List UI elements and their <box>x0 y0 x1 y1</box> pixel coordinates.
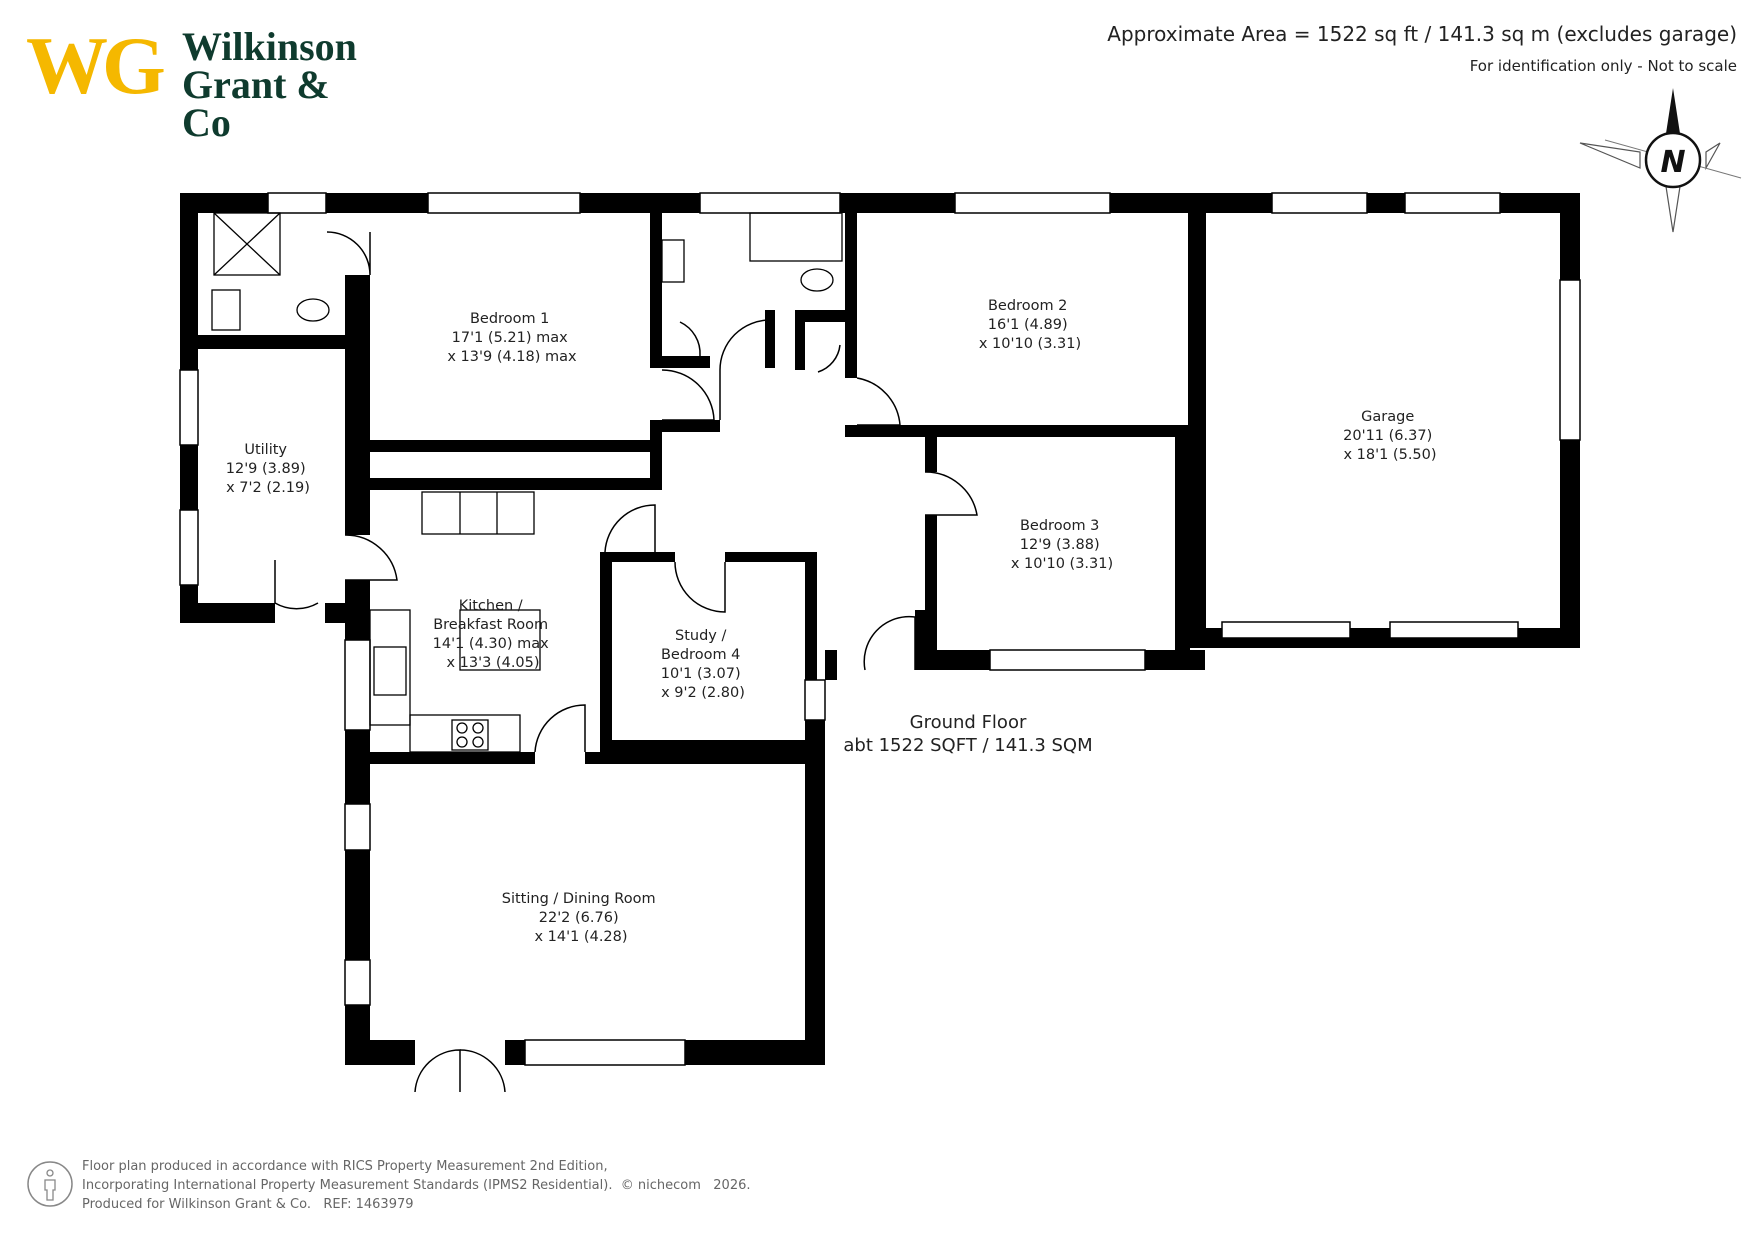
logo-name-line-2: Grant & Co <box>182 62 330 145</box>
room-utility-line-3: x 7'2 (2.19) <box>226 480 310 496</box>
shower-tray-icon <box>213 212 281 276</box>
room-bedroom-2-line-2: 16'1 (4.89) <box>988 317 1068 333</box>
kitchen-counter <box>369 609 411 726</box>
room-kitchen-line-1: Kitchen / <box>459 598 523 614</box>
room-label-garage: Garage 20'11 (6.37) x 18'1 (5.50) <box>1343 409 1437 463</box>
basin-icon <box>211 289 241 331</box>
footer-line-2: Incorporating International Property Mea… <box>82 1176 751 1195</box>
room-bedroom-2-line-1: Bedroom 2 <box>988 298 1067 314</box>
logo-name: Wilkinson Grant & Co <box>182 24 386 145</box>
footer-copyright: © nichecom <box>620 1178 701 1193</box>
room-label-kitchen: Kitchen / Breakfast Room 14'1 (4.30) max… <box>433 598 554 671</box>
room-sitting-line-2: 22'2 (6.76) <box>539 910 619 926</box>
room-sitting-line-1: Sitting / Dining Room <box>502 891 656 907</box>
room-utility-line-1: Utility <box>244 442 287 458</box>
approximate-area-title: Approximate Area = 1522 sq ft / 141.3 sq… <box>1107 22 1737 46</box>
sink-icon <box>373 646 407 696</box>
room-bedroom-2-line-3: x 10'10 (3.31) <box>979 336 1081 352</box>
room-label-bedroom-3: Bedroom 3 12'9 (3.88) x 10'10 (3.31) <box>1011 518 1113 572</box>
room-label-study: Study / Bedroom 4 10'1 (3.07) x 9'2 (2.8… <box>661 628 745 701</box>
compass-letter: N <box>1660 145 1685 180</box>
room-label-sitting: Sitting / Dining Room 22'2 (6.76) x 14'1… <box>502 891 660 945</box>
room-study-line-4: x 9'2 (2.80) <box>661 685 745 701</box>
footer-ref: REF: 1463979 <box>323 1197 414 1212</box>
windows <box>179 192 1581 1066</box>
room-label-utility: Utility 12'9 (3.89) x 7'2 (2.19) <box>226 442 310 496</box>
door-swings <box>274 231 978 1093</box>
room-bedroom-3-line-1: Bedroom 3 <box>1020 518 1099 534</box>
room-bedroom-1-line-1: Bedroom 1 <box>470 311 549 327</box>
room-bedroom-1-line-2: 17'1 (5.21) max <box>452 330 568 346</box>
room-labels: Bedroom 1 17'1 (5.21) max x 13'9 (4.18) … <box>226 298 1437 945</box>
floor-name: Ground Floor <box>910 712 1027 733</box>
room-study-line-2: Bedroom 4 <box>661 647 740 663</box>
company-logo: WG Wilkinson Grant & Co <box>26 20 386 143</box>
room-study-line-3: 10'1 (3.07) <box>661 666 741 682</box>
footer-produced-for: Produced for Wilkinson Grant & Co. <box>82 1197 311 1212</box>
room-sitting-line-3: x 14'1 (4.28) <box>534 929 627 945</box>
footer-line-3: Produced for Wilkinson Grant & Co. REF: … <box>82 1195 751 1214</box>
room-bedroom-1-line-3: x 13'9 (4.18) max <box>447 349 577 365</box>
logo-mark: WG <box>26 20 166 111</box>
room-bedroom-3-line-3: x 10'10 (3.31) <box>1011 556 1113 572</box>
fixtures <box>211 212 843 753</box>
hob-icon <box>451 719 489 751</box>
room-kitchen-line-4: x 13'3 (4.05) <box>446 655 539 671</box>
footer-notes: Floor plan produced in accordance with R… <box>82 1157 751 1214</box>
room-garage-line-2: 20'11 (6.37) <box>1343 428 1432 444</box>
walls <box>180 193 1580 1065</box>
bath-icon <box>749 212 843 262</box>
room-kitchen-line-2: Breakfast Room <box>433 617 548 633</box>
room-kitchen-line-3: 14'1 (4.30) max <box>433 636 549 652</box>
room-garage-line-1: Garage <box>1361 409 1414 425</box>
room-bedroom-3-line-2: 12'9 (3.88) <box>1020 537 1100 553</box>
floor-area: abt 1522 SQFT / 141.3 SQM <box>843 735 1092 756</box>
room-utility-line-2: 12'9 (3.89) <box>226 461 306 477</box>
footer-year: 2026. <box>713 1178 751 1193</box>
person-icon <box>27 1161 73 1207</box>
room-study-line-1: Study / <box>675 628 726 644</box>
logo-name-line-1: Wilkinson <box>182 24 357 69</box>
room-garage-line-3: x 18'1 (5.50) <box>1343 447 1436 463</box>
toilet-icon <box>296 298 330 322</box>
room-label-bedroom-2: Bedroom 2 16'1 (4.89) x 10'10 (3.31) <box>979 298 1081 352</box>
footer-line-2-text: Incorporating International Property Mea… <box>82 1178 613 1193</box>
footer-line-1: Floor plan produced in accordance with R… <box>82 1159 608 1174</box>
identification-note: For identification only - Not to scale <box>1469 57 1737 75</box>
room-label-bedroom-1: Bedroom 1 17'1 (5.21) max x 13'9 (4.18) … <box>447 311 577 365</box>
compass-icon: N <box>1579 88 1742 233</box>
